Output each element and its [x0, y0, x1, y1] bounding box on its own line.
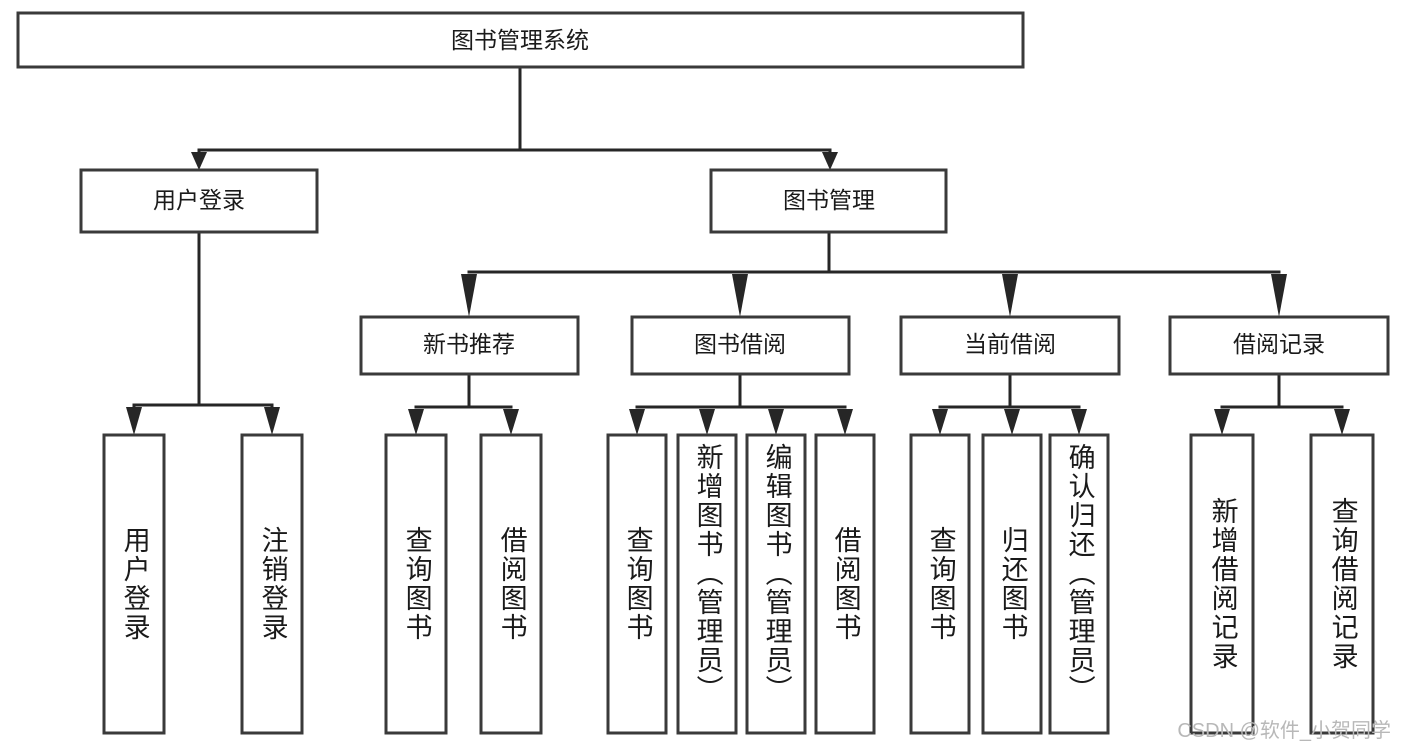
- leaf-box-user-login[interactable]: [102, 433, 166, 735]
- node-user-login-box: [79, 168, 319, 234]
- arrowhead-leaf-user-login: [126, 407, 142, 435]
- arrowhead-bb-borrow-book: [837, 409, 853, 435]
- node-current-borrow-box: [899, 315, 1121, 376]
- node-borrow-record[interactable]: 借阅记录: [1168, 315, 1390, 376]
- leaf-box-bb-borrow-book[interactable]: [814, 433, 876, 735]
- arrowhead-br-add-record: [1214, 409, 1230, 435]
- leaf-box-bb-add-book[interactable]: [676, 433, 738, 735]
- node-book-management[interactable]: 图书管理: [709, 168, 948, 234]
- arrowhead-br-query-record: [1334, 409, 1350, 435]
- node-new-book-recommend-label: 新书推荐: [423, 331, 515, 357]
- arrowhead-rec-borrow-book: [503, 409, 519, 435]
- arrowhead-current-borrow: [1002, 274, 1018, 317]
- leaf-box-logout[interactable]: [240, 433, 304, 735]
- arrowhead-bb-edit-book: [768, 409, 784, 435]
- node-new-book-recommend[interactable]: 新书推荐: [359, 315, 580, 376]
- arrowhead-borrow-record: [1271, 274, 1287, 317]
- node-book-borrow[interactable]: 图书借阅: [630, 315, 851, 376]
- connector-layer: [126, 65, 1350, 435]
- arrowhead-book-mgmt: [822, 152, 838, 170]
- node-root[interactable]: 图书管理系统: [16, 11, 1025, 69]
- arrowhead-user-login: [191, 152, 207, 170]
- node-current-borrow[interactable]: 当前借阅: [899, 315, 1121, 376]
- leaf-box-cb-query-book[interactable]: [909, 433, 971, 735]
- arrowhead-rec-query-book: [408, 409, 424, 435]
- arrowhead-cb-confirm-return: [1071, 409, 1087, 435]
- leaf-box-bb-query-book[interactable]: [606, 433, 668, 735]
- leaf-box-br-add-record[interactable]: [1189, 433, 1255, 735]
- node-user-login-label: 用户登录: [153, 187, 245, 213]
- arrowhead-new-book-rec: [461, 274, 477, 317]
- csdn-watermark: CSDN @软件_小贺同学: [1177, 720, 1391, 742]
- node-current-borrow-label: 当前借阅: [964, 331, 1056, 357]
- leaf-box-cb-confirm-return[interactable]: [1048, 433, 1110, 735]
- leaf-box-rec-borrow-book[interactable]: [479, 433, 543, 735]
- node-root-label: 图书管理系统: [451, 27, 589, 53]
- node-borrow-record-label: 借阅记录: [1233, 331, 1325, 357]
- leaf-box-layer: [102, 433, 1375, 735]
- node-book-management-box: [709, 168, 948, 234]
- node-root-box: [16, 11, 1025, 69]
- arrowhead-book-borrow: [732, 274, 748, 317]
- node-book-borrow-label: 图书借阅: [694, 331, 786, 357]
- leaf-box-bb-edit-book[interactable]: [745, 433, 807, 735]
- node-new-book-recommend-box: [359, 315, 580, 376]
- leaf-box-cb-return-book[interactable]: [981, 433, 1043, 735]
- arrowhead-bb-query-book: [629, 409, 645, 435]
- arrowhead-leaf-logout: [264, 407, 280, 435]
- arrowhead-cb-query-book: [932, 409, 948, 435]
- leaf-box-rec-query-book[interactable]: [384, 433, 448, 735]
- node-book-borrow-box: [630, 315, 851, 376]
- node-borrow-record-box: [1168, 315, 1390, 376]
- arrowhead-bb-add-book: [699, 409, 715, 435]
- node-book-management-label: 图书管理: [783, 187, 875, 213]
- node-user-login[interactable]: 用户登录: [79, 168, 319, 234]
- arrowhead-cb-return-book: [1004, 409, 1020, 435]
- leaf-box-br-query-record[interactable]: [1309, 433, 1375, 735]
